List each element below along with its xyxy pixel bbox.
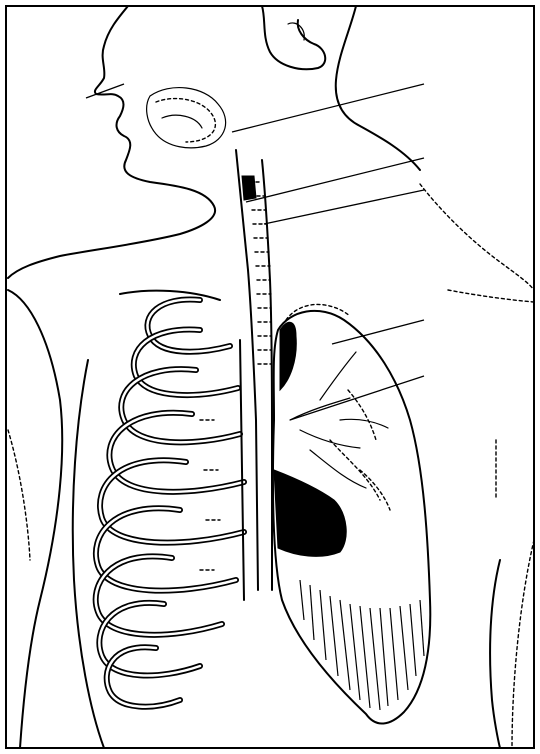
rib-cage: [73, 299, 244, 748]
leader-lung: [332, 320, 424, 344]
lung-base-shading: [300, 580, 424, 710]
leader-bronchus: [290, 376, 424, 420]
lung: [273, 304, 430, 723]
leader-trachea: [264, 190, 424, 224]
ear-and-neck: [262, 6, 534, 290]
leader-pharynx: [232, 84, 424, 132]
head-outline: [8, 6, 226, 278]
